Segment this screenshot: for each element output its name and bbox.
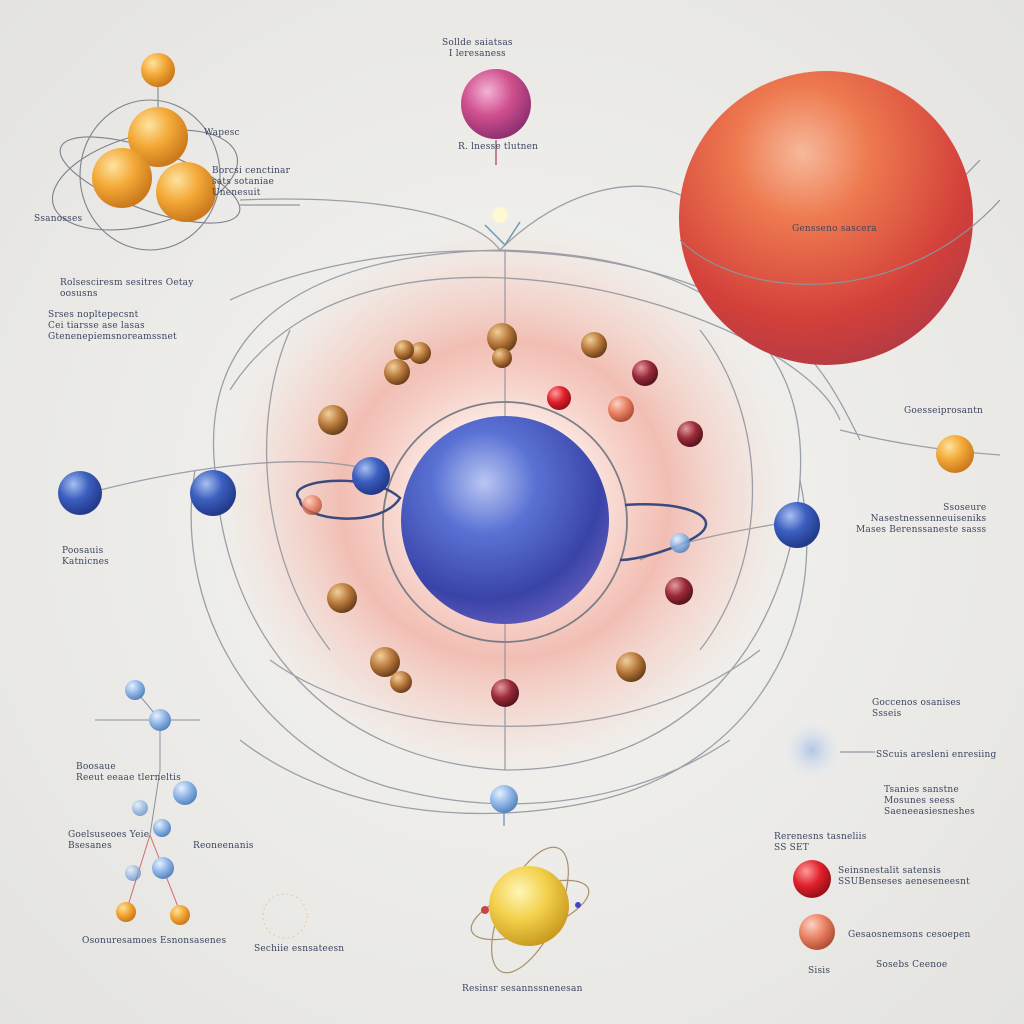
marker-icon bbox=[484, 207, 521, 247]
planet-icon bbox=[679, 71, 1001, 365]
label-orange-ball: Gesaosnemsons cesoepen bbox=[848, 930, 971, 940]
label-bottom-right-small: Sosebs Ceenoe bbox=[876, 960, 948, 970]
label-bottom-mid-left: Sechiie esnsateesn bbox=[254, 944, 345, 954]
label-left-small: Srses nopltepecsnt Cei tiarsse ase lasas… bbox=[48, 310, 177, 342]
label-left-heading: Rolsesciresm sesitres Oetay oosusns bbox=[60, 278, 194, 299]
particle-icon bbox=[774, 502, 820, 548]
label-bottom-left-b: Esnonsasenes bbox=[160, 936, 227, 946]
label-left-blue: Poosauis Katnicnes bbox=[62, 546, 109, 567]
label-top-left-c: Ssanosses bbox=[34, 214, 83, 224]
label-top-center-caption: R. lnesse tlutnen bbox=[458, 142, 539, 152]
label-bottom-right-tiny: Sisis bbox=[808, 966, 831, 976]
label-top-left-a: Wapesc bbox=[204, 128, 240, 138]
label-red-ball: Seinsnestalit satensis SSUBenseses aenes… bbox=[838, 866, 970, 887]
label-right-lower3: Tsanies sanstne Mosunes seess Saeneeasie… bbox=[884, 785, 975, 817]
particle-icon bbox=[936, 435, 974, 473]
label-top-center: Sollde saiatsas I leresaness bbox=[442, 38, 513, 59]
label-planet: Gensseno sascera bbox=[792, 224, 877, 234]
label-right-lower: Goccenos osanises Ssseis bbox=[872, 698, 961, 719]
particle-icon bbox=[490, 785, 518, 813]
left-ring bbox=[296, 479, 402, 520]
label-right-heading: Rerenesns tasneliis SS SET bbox=[774, 832, 867, 853]
atom-model-icon bbox=[470, 846, 590, 974]
label-left-low-a: Boosaue Reeut eeaae tlerneltis bbox=[76, 762, 181, 783]
particle-icon bbox=[793, 860, 831, 898]
label-right-top: Goesseiprosantn bbox=[904, 406, 984, 416]
label-right-lower2: SScuis aresleni enresiing bbox=[876, 750, 997, 760]
pink-sphere bbox=[461, 69, 531, 139]
particle-icon bbox=[352, 457, 390, 495]
particle-icon bbox=[799, 914, 835, 950]
particle-icon bbox=[190, 470, 236, 516]
electrons bbox=[302, 323, 703, 707]
label-bottom-center: Resinsr sesannssnenesan bbox=[462, 984, 583, 994]
label-bottom-left-a: Osonuresamoes bbox=[82, 936, 158, 946]
core-sphere bbox=[401, 416, 609, 624]
right-ring bbox=[619, 503, 708, 562]
haze-sphere bbox=[782, 720, 842, 780]
label-left-low-c: Reoneenanis bbox=[193, 841, 254, 851]
molecule-icon bbox=[95, 680, 200, 925]
label-right-mid: Ssoseure Nasestnessenneuiseniks Mases Be… bbox=[856, 503, 987, 535]
label-left-low-b: Goelsuseoes Yeie Bsesanes bbox=[68, 830, 150, 851]
particle-icon bbox=[58, 471, 102, 515]
inner-orbit-ring bbox=[382, 401, 628, 643]
label-top-left-b: Borcsi cenctinar sats sotaniae Unenesuit bbox=[212, 166, 291, 198]
atom-model-icon bbox=[51, 53, 300, 251]
faint-circle bbox=[262, 893, 308, 939]
